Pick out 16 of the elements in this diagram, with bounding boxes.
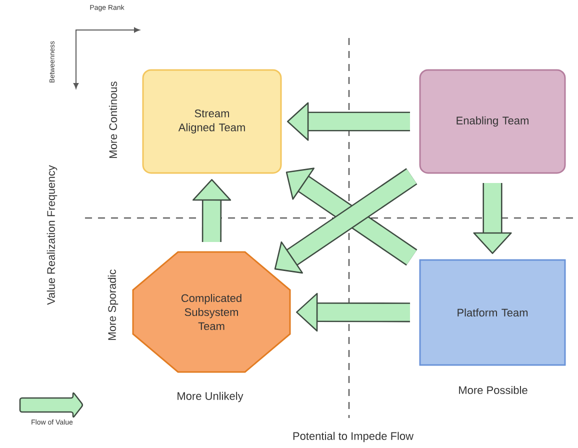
axis-label: More Sporadic [108, 270, 118, 340]
team-box: Platform Team [419, 259, 566, 366]
axis-label: Potential to Impede Flow [293, 432, 414, 442]
team-box: Stream Aligned Team [142, 69, 282, 174]
axis-label: Value Realization Frequency [46, 165, 58, 305]
flow-arrow [296, 292, 410, 332]
flow-arrow [286, 168, 418, 266]
axis-label: More Possible [459, 386, 528, 394]
flow-arrow [274, 168, 418, 274]
team-octagon: Complicated Subsystem Team [132, 251, 291, 373]
axis-label: More Continous [108, 82, 118, 158]
flow-arrow [192, 179, 232, 242]
axis-label: More Unlikely [178, 392, 244, 402]
flow-arrow [473, 183, 512, 254]
flow-arrow [287, 102, 410, 141]
team-box: Enabling Team [419, 69, 566, 174]
